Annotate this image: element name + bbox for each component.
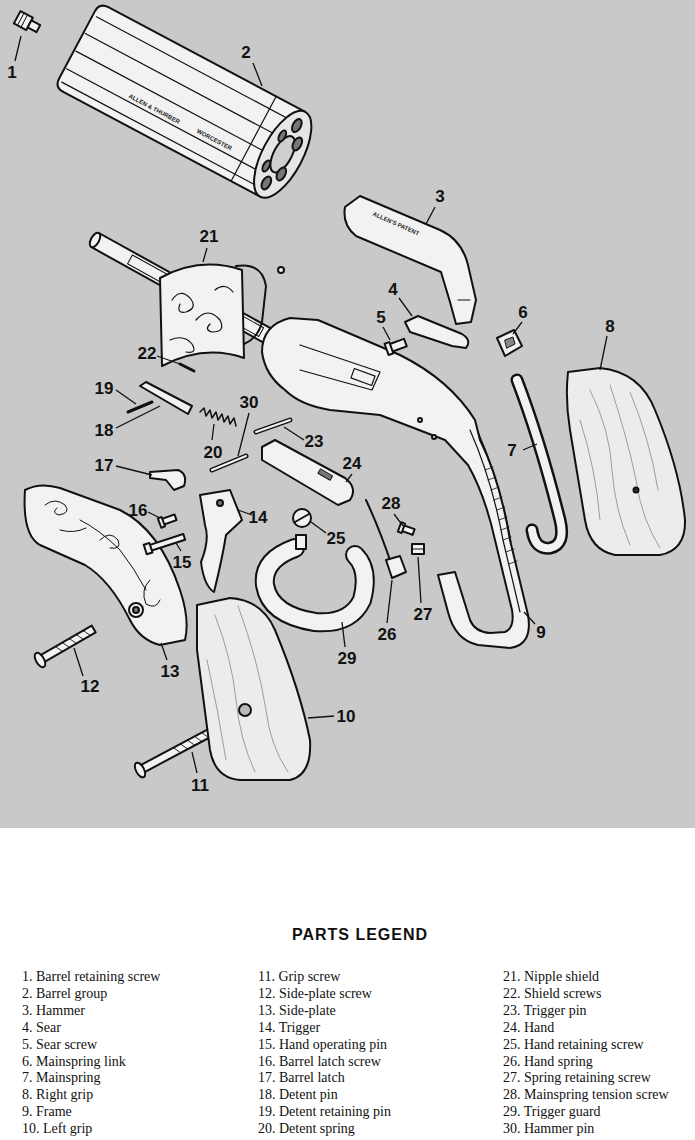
callout-number: 20 [204,444,223,461]
callout-number: 15 [173,554,192,571]
callout-number: 12 [81,678,100,695]
legend-item: 20. Detent spring [258,1121,355,1137]
legend-item: 24. Hand [503,1020,554,1036]
legend-title: PARTS LEGEND [292,926,428,944]
callout-number: 13 [161,663,180,680]
legend-item: 14. Trigger [258,1020,320,1036]
callout-number: 5 [376,309,385,326]
callout-number: 11 [191,777,209,794]
callout-number: 25 [327,530,346,547]
legend-item: 9. Frame [22,1104,72,1120]
legend-item: 30. Hammer pin [503,1121,594,1137]
legend-item: 10. Left grip [22,1121,92,1137]
legend-item: 28. Mainspring tension screw [503,1087,669,1103]
legend-item: 19. Detent retaining pin [258,1104,391,1120]
legend-item: 1. Barrel retaining screw [22,969,160,985]
legend-item: 11. Grip screw [258,969,340,985]
callout-number: 17 [95,457,114,474]
legend-item: 22. Shield screws [503,986,601,1002]
callout-number: 29 [338,650,357,667]
callout-number: 28 [382,495,401,512]
callout-number: 3 [435,188,444,205]
callout-number: 26 [378,626,397,643]
callout-number: 4 [388,281,397,298]
legend-item: 21. Nipple shield [503,969,599,985]
legend-item: 4. Sear [22,1020,61,1036]
legend-item: 15. Hand operating pin [258,1037,387,1053]
callout-number: 27 [414,606,433,623]
callout-number: 18 [95,422,114,439]
callout-number: 22 [138,345,157,362]
callout-number: 10 [337,708,356,725]
callout-number: 16 [129,502,148,519]
legend-item: 17. Barrel latch [258,1070,345,1086]
legend-item: 29. Trigger guard [503,1104,601,1120]
callout-number: 2 [241,44,250,61]
callout-number: 1 [7,64,16,81]
callout-number: 23 [305,433,324,450]
legend-item: 27. Spring retaining screw [503,1070,651,1086]
legend-item: 26. Hand spring [503,1054,593,1070]
callout-number: 21 [200,228,219,245]
callout-number: 6 [518,304,527,321]
legend-item: 13. Side-plate [258,1003,336,1019]
legend-item: 25. Hand retaining screw [503,1037,644,1053]
callout-number: 9 [536,624,545,641]
legend-item: 16. Barrel latch screw [258,1054,381,1070]
legend-item: 7. Mainspring [22,1070,101,1086]
legend-item: 8. Right grip [22,1087,93,1103]
legend-item: 18. Detent pin [258,1087,338,1103]
legend-item: 12. Side-plate screw [258,986,372,1002]
callout-number: 7 [507,442,516,459]
legend-item: 6. Mainspring link [22,1054,126,1070]
callout-number: 19 [95,380,114,397]
callout-number: 30 [240,394,259,411]
legend-item: 23. Trigger pin [503,1003,587,1019]
legend-item: 3. Hammer [22,1003,85,1019]
legend-item: 2. Barrel group [22,986,107,1002]
legend-item: 5. Sear screw [22,1037,97,1053]
callout-number: 24 [343,455,362,472]
callout-number: 14 [249,509,268,526]
callout-number: 8 [605,318,614,335]
